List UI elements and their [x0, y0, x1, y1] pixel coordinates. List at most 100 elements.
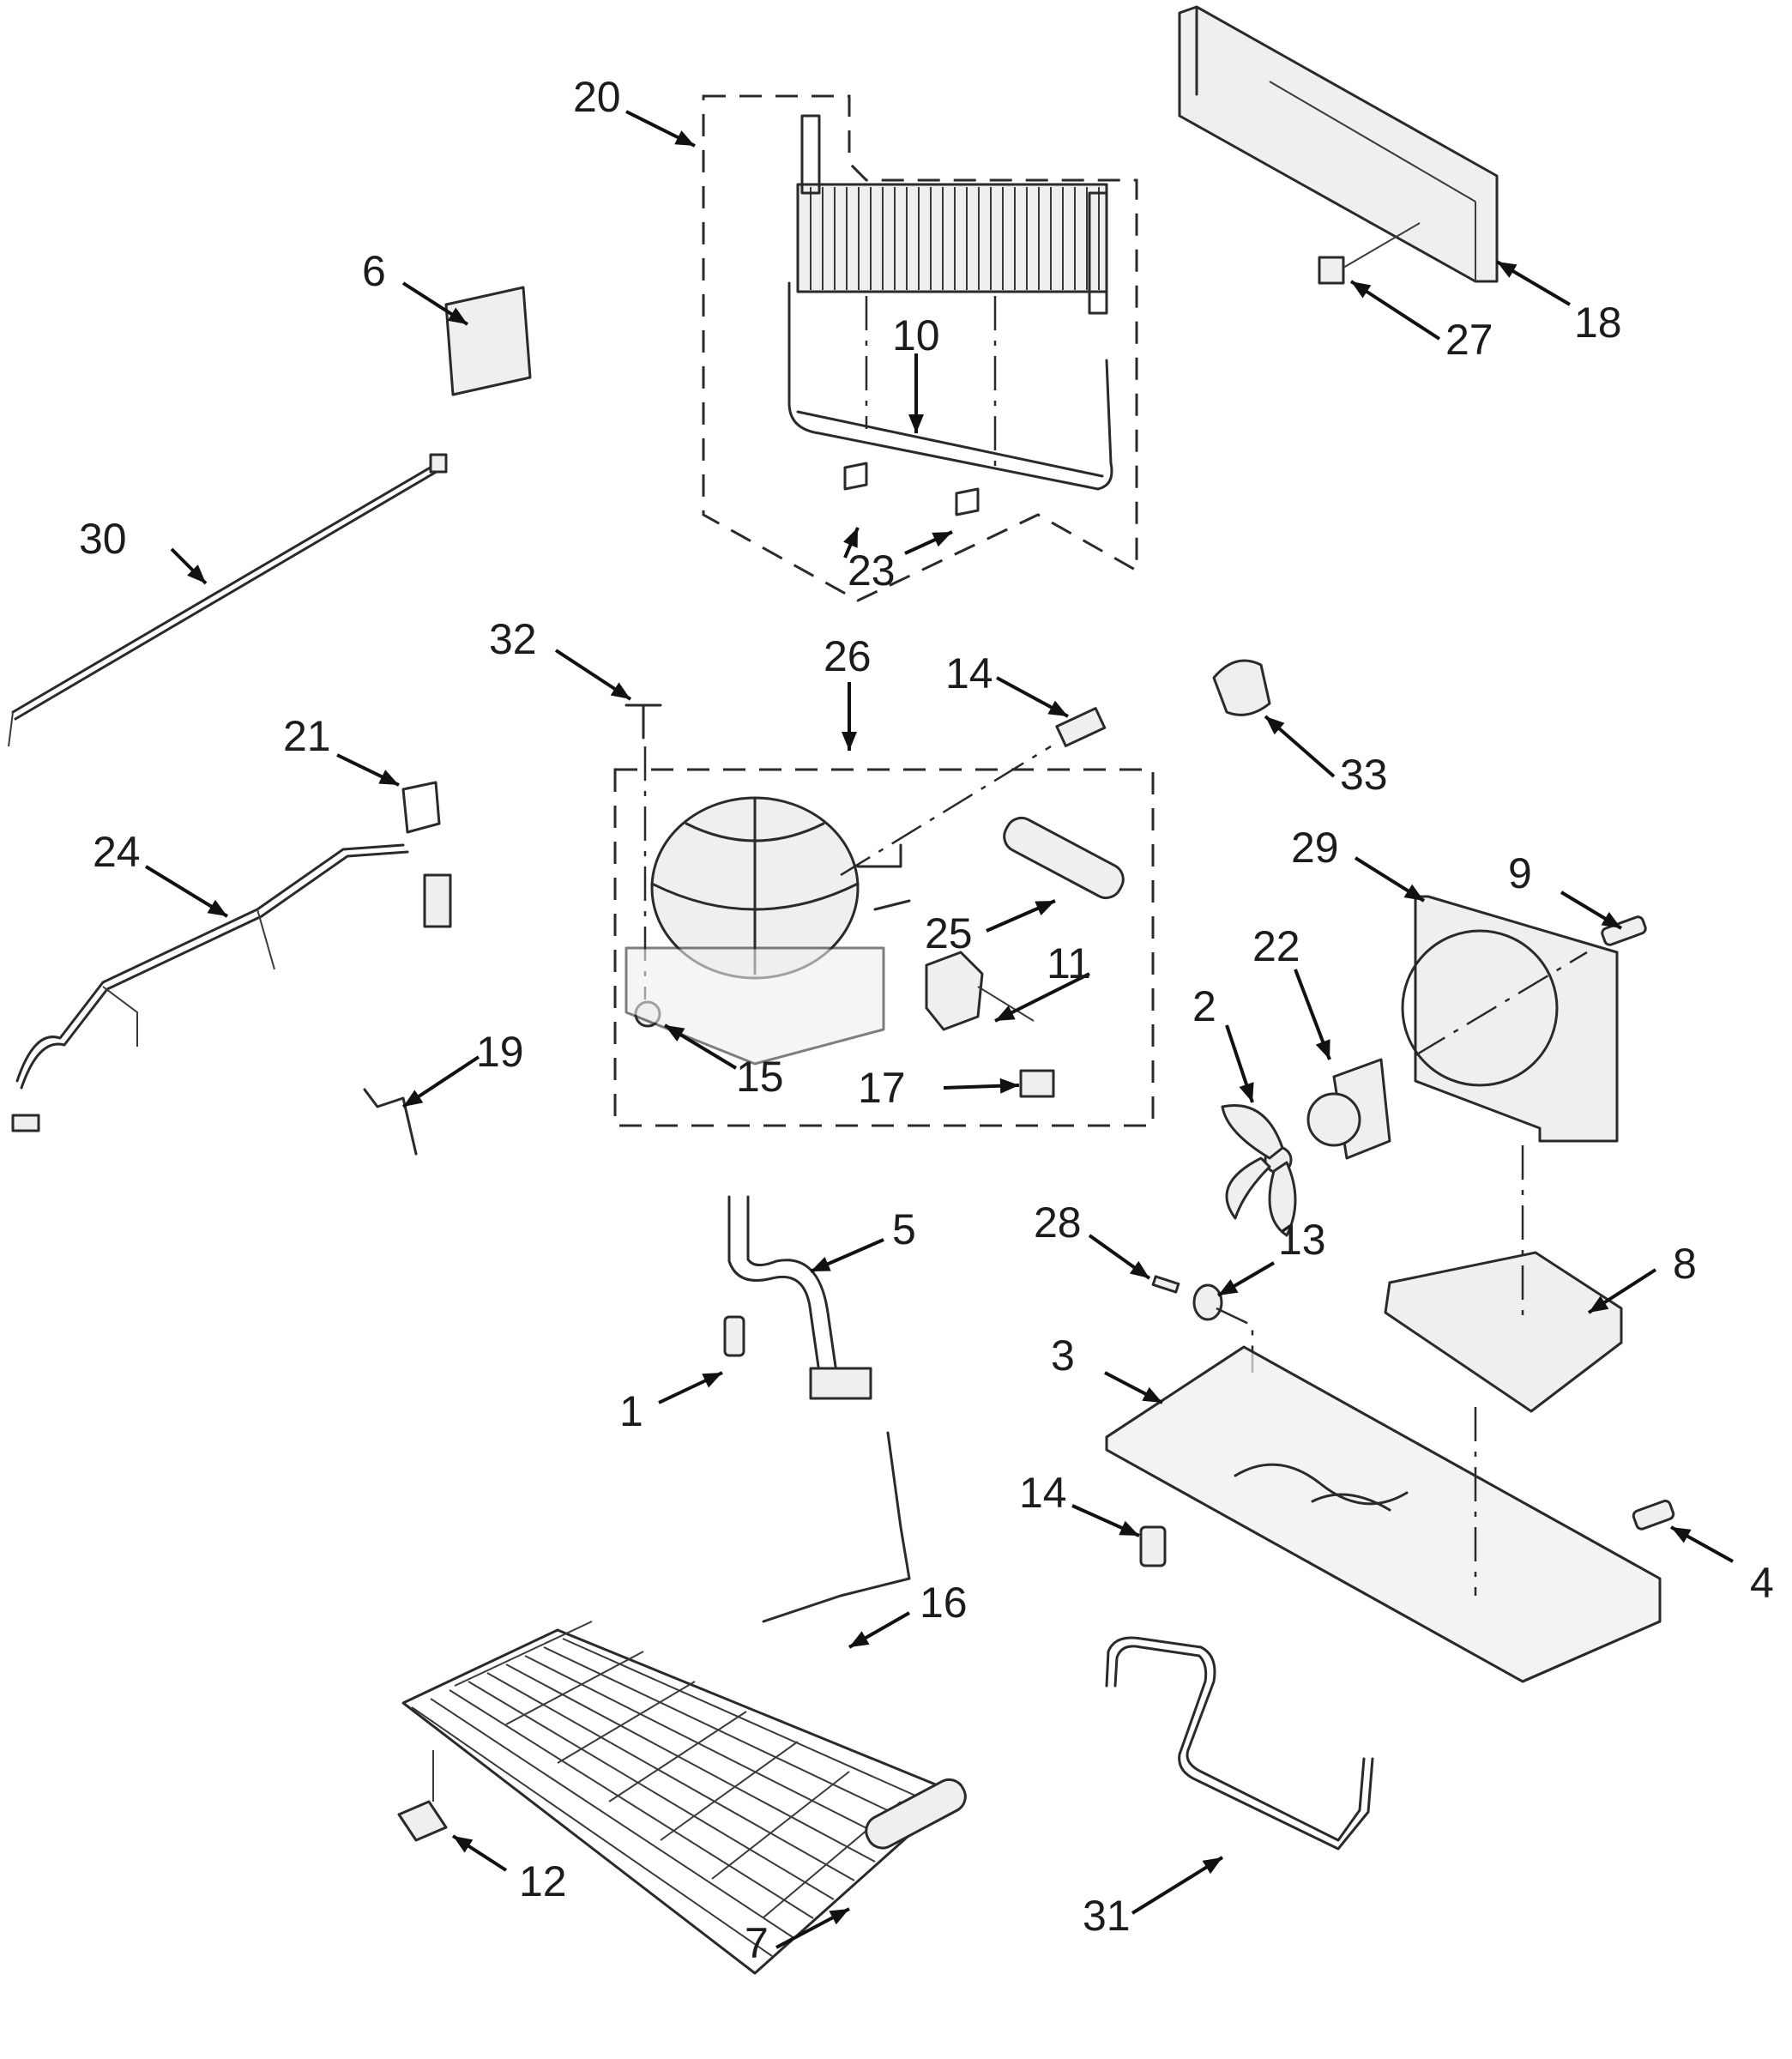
- callout-30: 30: [79, 515, 127, 563]
- condenser-coil-row: [543, 1646, 917, 1825]
- leader-arrowhead: [1035, 901, 1055, 916]
- condenser-coil-rung: [557, 1681, 696, 1764]
- callout-13: 13: [1278, 1216, 1326, 1264]
- leader-arrowhead: [999, 1078, 1019, 1094]
- leader-arrowhead: [995, 1005, 1016, 1021]
- callout-26: 26: [824, 632, 872, 680]
- condenser-coil-rung: [505, 1651, 644, 1725]
- callout-2: 2: [1192, 982, 1216, 1030]
- leader-arrowhead: [610, 682, 631, 699]
- fan-blade-part: [1221, 1104, 1297, 1237]
- leader-arrowhead: [932, 532, 952, 547]
- leader-arrowhead: [1142, 1386, 1162, 1403]
- clip-part: [843, 462, 980, 516]
- callout-10: 10: [892, 311, 940, 359]
- condenser-coil-row: [524, 1655, 896, 1844]
- bolt-part: [1139, 1525, 1167, 1567]
- callout-3: 3: [1051, 1331, 1075, 1380]
- wire-clip-part: [363, 1088, 418, 1156]
- callout-16: 16: [920, 1579, 968, 1627]
- condenser-coil-row: [411, 1706, 773, 1957]
- sleeve-part: [865, 1778, 967, 1850]
- leader-arrowhead: [1218, 1279, 1239, 1295]
- callout-29: 29: [1291, 824, 1339, 872]
- clamp-part: [1212, 659, 1271, 716]
- callout-9: 9: [1508, 849, 1532, 897]
- condenser-coil-rung: [660, 1741, 799, 1841]
- leader-arrowhead: [1047, 700, 1068, 716]
- pin-part: [1151, 1275, 1180, 1294]
- leader-arrowhead: [1129, 1260, 1149, 1278]
- callout-17: 17: [858, 1064, 906, 1112]
- condenser-coil-rung: [454, 1621, 593, 1687]
- bracket-part: [401, 781, 441, 834]
- leader-arrowhead: [403, 1090, 424, 1107]
- leader-arrowhead: [908, 414, 924, 433]
- compressor-bracket-part: [1384, 1145, 1623, 1413]
- callout-1: 1: [619, 1387, 643, 1435]
- cover-part: [1178, 5, 1499, 283]
- callout-11: 11: [1047, 939, 1091, 987]
- callout-21: 21: [283, 712, 331, 760]
- overload-part: [1019, 1069, 1055, 1098]
- leader-arrowhead: [811, 1256, 831, 1271]
- fan-motor-part: [1306, 1058, 1391, 1160]
- leader-arrowhead: [447, 307, 468, 324]
- callout-24: 24: [93, 828, 141, 876]
- leader-arrowhead: [378, 770, 399, 785]
- callout-labels: 20 6 18 27 10 30 23 32 26 14 33 21 24 25…: [79, 73, 1774, 1967]
- leader-arrowhead: [1497, 262, 1517, 278]
- callout-31: 31: [1083, 1892, 1131, 1940]
- callout-12: 12: [519, 1857, 567, 1905]
- callout-6: 6: [362, 247, 386, 295]
- leader-arrowhead: [702, 1373, 722, 1388]
- callout-23: 23: [848, 546, 896, 595]
- condenser-coil-rung: [608, 1711, 747, 1802]
- condenser-coil-row: [562, 1638, 938, 1806]
- evaporator-part: [787, 114, 1113, 491]
- compressor-part: [624, 745, 1052, 1066]
- leader-arrowhead: [1351, 281, 1372, 299]
- leader-arrows: [144, 110, 1734, 1949]
- leader-arrowhead: [842, 732, 857, 751]
- compressor-assembly-boundary: [613, 768, 1155, 1127]
- leader-arrowhead: [1265, 716, 1285, 735]
- condenser-coil-row: [505, 1664, 876, 1863]
- leader-arrowhead: [1239, 1082, 1254, 1102]
- callout-18: 18: [1574, 299, 1622, 347]
- leader-arrowhead: [187, 565, 206, 583]
- callout-14: 14: [945, 649, 993, 697]
- screw-part: [1632, 1499, 1675, 1531]
- leader-arrowhead: [1671, 1527, 1692, 1543]
- callout-20: 20: [573, 73, 621, 121]
- leader-arrowhead: [1403, 884, 1424, 901]
- callout-33: 33: [1340, 751, 1388, 799]
- condenser-coil-row: [449, 1689, 814, 1919]
- leader-arrowhead: [843, 528, 858, 548]
- condenser-coil-row: [486, 1672, 855, 1881]
- callout-32: 32: [489, 615, 537, 663]
- leader-arrowhead: [829, 1909, 849, 1925]
- relay-part: [925, 951, 1035, 1031]
- callout-28: 28: [1034, 1199, 1082, 1247]
- leader-arrowhead: [665, 1025, 685, 1042]
- wire-harness-part: [11, 843, 452, 1132]
- screw-part: [723, 1315, 745, 1357]
- callout-27: 27: [1445, 316, 1493, 364]
- callout-8: 8: [1673, 1240, 1697, 1288]
- callout-19: 19: [476, 1028, 524, 1076]
- leader-arrowhead: [1589, 1295, 1609, 1313]
- board-part: [444, 286, 532, 396]
- leader-arrowhead: [1601, 911, 1621, 928]
- leader-arrowhead: [1119, 1520, 1139, 1536]
- callout-15: 15: [736, 1053, 784, 1101]
- base-plate-part: [1105, 1345, 1662, 1683]
- cable-part: [8, 453, 448, 747]
- condenser-coil-part: [401, 1431, 958, 1975]
- condenser-coil-rung: [711, 1771, 850, 1880]
- drain-tube-part: [727, 1195, 872, 1400]
- callout-25: 25: [925, 909, 973, 957]
- condenser-coil-row: [430, 1698, 793, 1938]
